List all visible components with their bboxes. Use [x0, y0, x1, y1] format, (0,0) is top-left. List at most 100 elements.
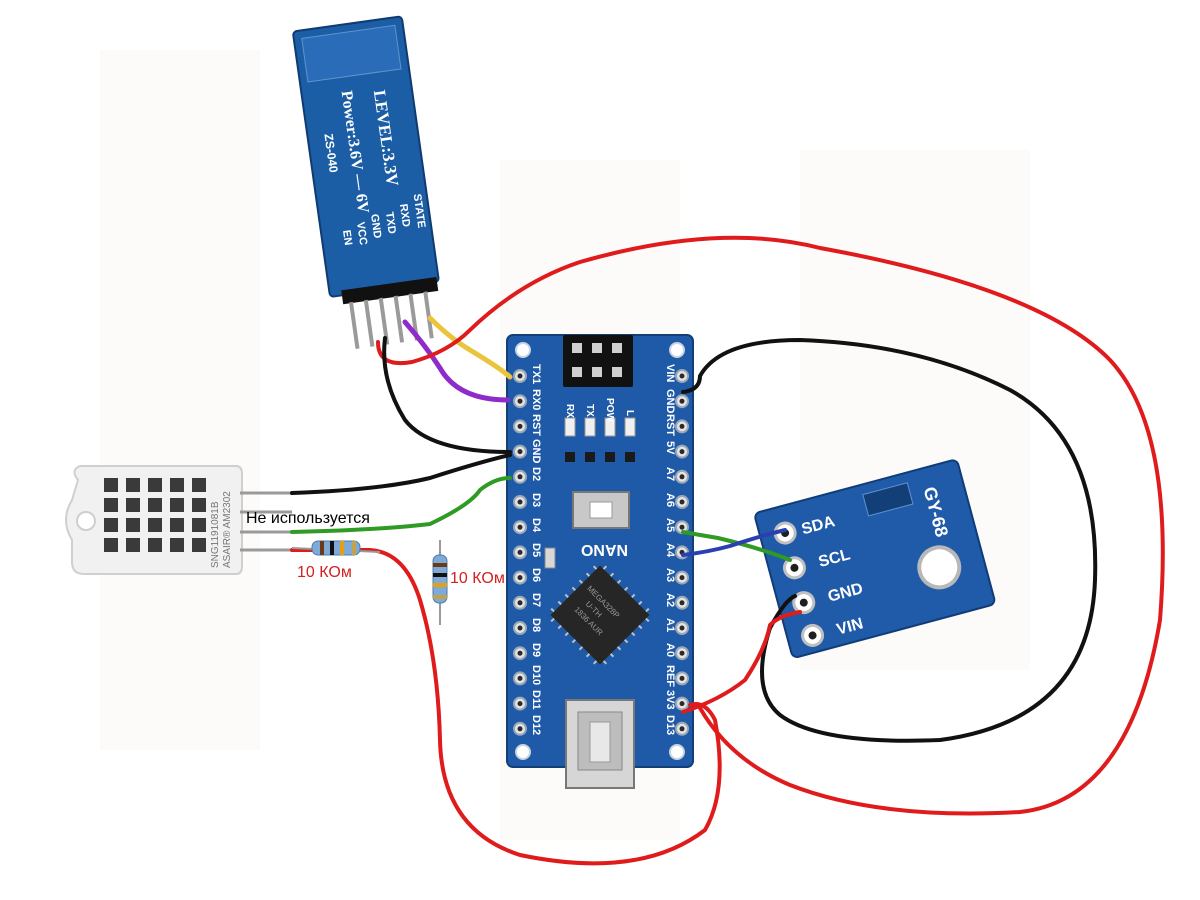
pin-d4: D4 — [530, 518, 542, 533]
pin-d9: D9 — [530, 643, 542, 657]
pin-hole — [679, 675, 685, 681]
pin-d10: D10 — [530, 665, 542, 685]
pin-hole — [679, 524, 685, 530]
pin-hole — [517, 549, 523, 555]
pin-a6: A6 — [664, 493, 676, 507]
dht-model-text: ASAIR® AM2302 — [222, 491, 233, 568]
nano-left-pin-labels: TX1 RX0 RST GND D2 D3 D4 D5 D6 D7 D8 D9 … — [530, 364, 542, 735]
led-label-pow: POW — [604, 398, 615, 422]
pin-d5: D5 — [530, 543, 542, 557]
nano-right-pads — [675, 369, 689, 736]
wire-yellow-txd — [427, 315, 513, 380]
pin-a4: A4 — [664, 543, 676, 558]
pin-hole — [679, 373, 685, 379]
bt-pin-state: STATE — [411, 193, 428, 229]
pin-vin: VIN — [664, 364, 676, 382]
bluetooth-module: LEVEL:3.3V Power:3.6V — 6V ZS-040 STATE … — [292, 15, 440, 349]
bt-pin-en: EN — [340, 229, 354, 246]
pin-d2: D2 — [530, 467, 542, 481]
wires — [290, 235, 1165, 866]
pin-hole — [517, 449, 523, 455]
bt-pin-rxd: RXD — [397, 203, 412, 228]
wire-black-gy-gnd — [681, 338, 1098, 743]
wire-black-bt-gnd — [382, 336, 512, 454]
pin-a2: A2 — [664, 593, 676, 607]
pin-hole — [517, 524, 523, 530]
pin-hole — [517, 499, 523, 505]
pin-gnd-left: GND — [530, 439, 542, 464]
led-label-tx: TX — [584, 404, 595, 417]
pin-hole — [517, 701, 523, 707]
bt-pin-txd: TXD — [383, 211, 398, 235]
pin-5v: 5V — [664, 441, 676, 455]
wire-blue-a5 — [681, 528, 787, 557]
dht-serial-text: SNG1191081B — [210, 501, 221, 568]
pin-hole — [679, 499, 685, 505]
pin-d8: D8 — [530, 618, 542, 632]
pin-hole — [679, 650, 685, 656]
reset-button — [572, 491, 630, 529]
pin-hole — [517, 675, 523, 681]
pin-hole — [679, 398, 685, 404]
mcu-chip: MEGA328P U-TH 1836 AUR — [550, 565, 650, 665]
led-label-l: L — [624, 410, 635, 416]
pin-a3: A3 — [664, 568, 676, 582]
gy68-module: SDA SCL GND VIN GY-68 — [754, 459, 996, 658]
wire-black-dht-gnd — [290, 453, 512, 495]
resistor-1-label: 10 КОм — [297, 564, 352, 581]
pin-hole — [679, 575, 685, 581]
crystal — [544, 547, 556, 569]
pin-3v3: 3V3 — [664, 690, 676, 710]
wire-green-dht-data — [290, 476, 512, 534]
resistor-vertical — [432, 540, 448, 625]
pin-d6: D6 — [530, 568, 542, 582]
pin-ref: REF — [664, 665, 676, 687]
bt-pin-gnd: GND — [368, 213, 383, 239]
pin-rst-right: RST — [664, 414, 676, 436]
pin-d7: D7 — [530, 593, 542, 607]
bt-model-text: ZS-040 — [321, 133, 340, 174]
pin-rst-left: RST — [530, 414, 542, 436]
wire-red-gy-vin — [681, 610, 802, 714]
bt-pin-labels: STATE RXD TXD GND VCC EN — [340, 193, 428, 246]
antenna-area — [301, 24, 402, 83]
pin-d3: D3 — [530, 493, 542, 507]
pin-gnd-right: GND — [664, 389, 676, 414]
pin-hole — [679, 449, 685, 455]
wire-red-dht-vcc — [290, 548, 722, 866]
pin-hole — [679, 600, 685, 606]
pin-hole — [679, 474, 685, 480]
pin-hole — [679, 625, 685, 631]
gy68-mount-hole — [917, 545, 962, 590]
pin-hole — [679, 423, 685, 429]
pin-hole — [517, 575, 523, 581]
pin-hole — [679, 701, 685, 707]
resistor-2-label: 10 КОм — [450, 570, 505, 587]
pin-hole — [517, 474, 523, 480]
pin-hole — [517, 423, 523, 429]
pin-rx0: RX0 — [530, 389, 542, 410]
gy68-pin-vin: VIN — [835, 615, 865, 638]
pin-hole — [517, 650, 523, 656]
wire-red-bt-vcc — [376, 235, 1165, 816]
nano-left-pads — [513, 369, 527, 736]
status-leds: RX TX POW L — [564, 398, 636, 462]
bt-pin-vcc: VCC — [354, 221, 369, 246]
led-label-rx: RX — [564, 404, 575, 418]
pin-tx1: TX1 — [530, 364, 542, 384]
pin-a0: A0 — [664, 643, 676, 657]
dht-grid — [104, 478, 206, 552]
wire-purple-rxd — [402, 319, 511, 403]
not-used-label: Не используется — [246, 510, 370, 527]
pin-d11: D11 — [530, 690, 542, 710]
pin-hole — [517, 625, 523, 631]
pin-hole — [517, 373, 523, 379]
icsp-header — [563, 335, 633, 387]
dht22-sensor: ASAIR® AM2302 SNG1191081B — [65, 465, 292, 575]
wire-green-a4 — [681, 530, 792, 562]
pin-d12: D12 — [530, 715, 542, 735]
nano-right-pin-labels: VIN GND RST 5V A7 A6 A5 A4 A3 A2 A1 A0 R… — [664, 364, 676, 735]
gy68-pads — [773, 521, 825, 647]
pin-a5: A5 — [664, 518, 676, 532]
